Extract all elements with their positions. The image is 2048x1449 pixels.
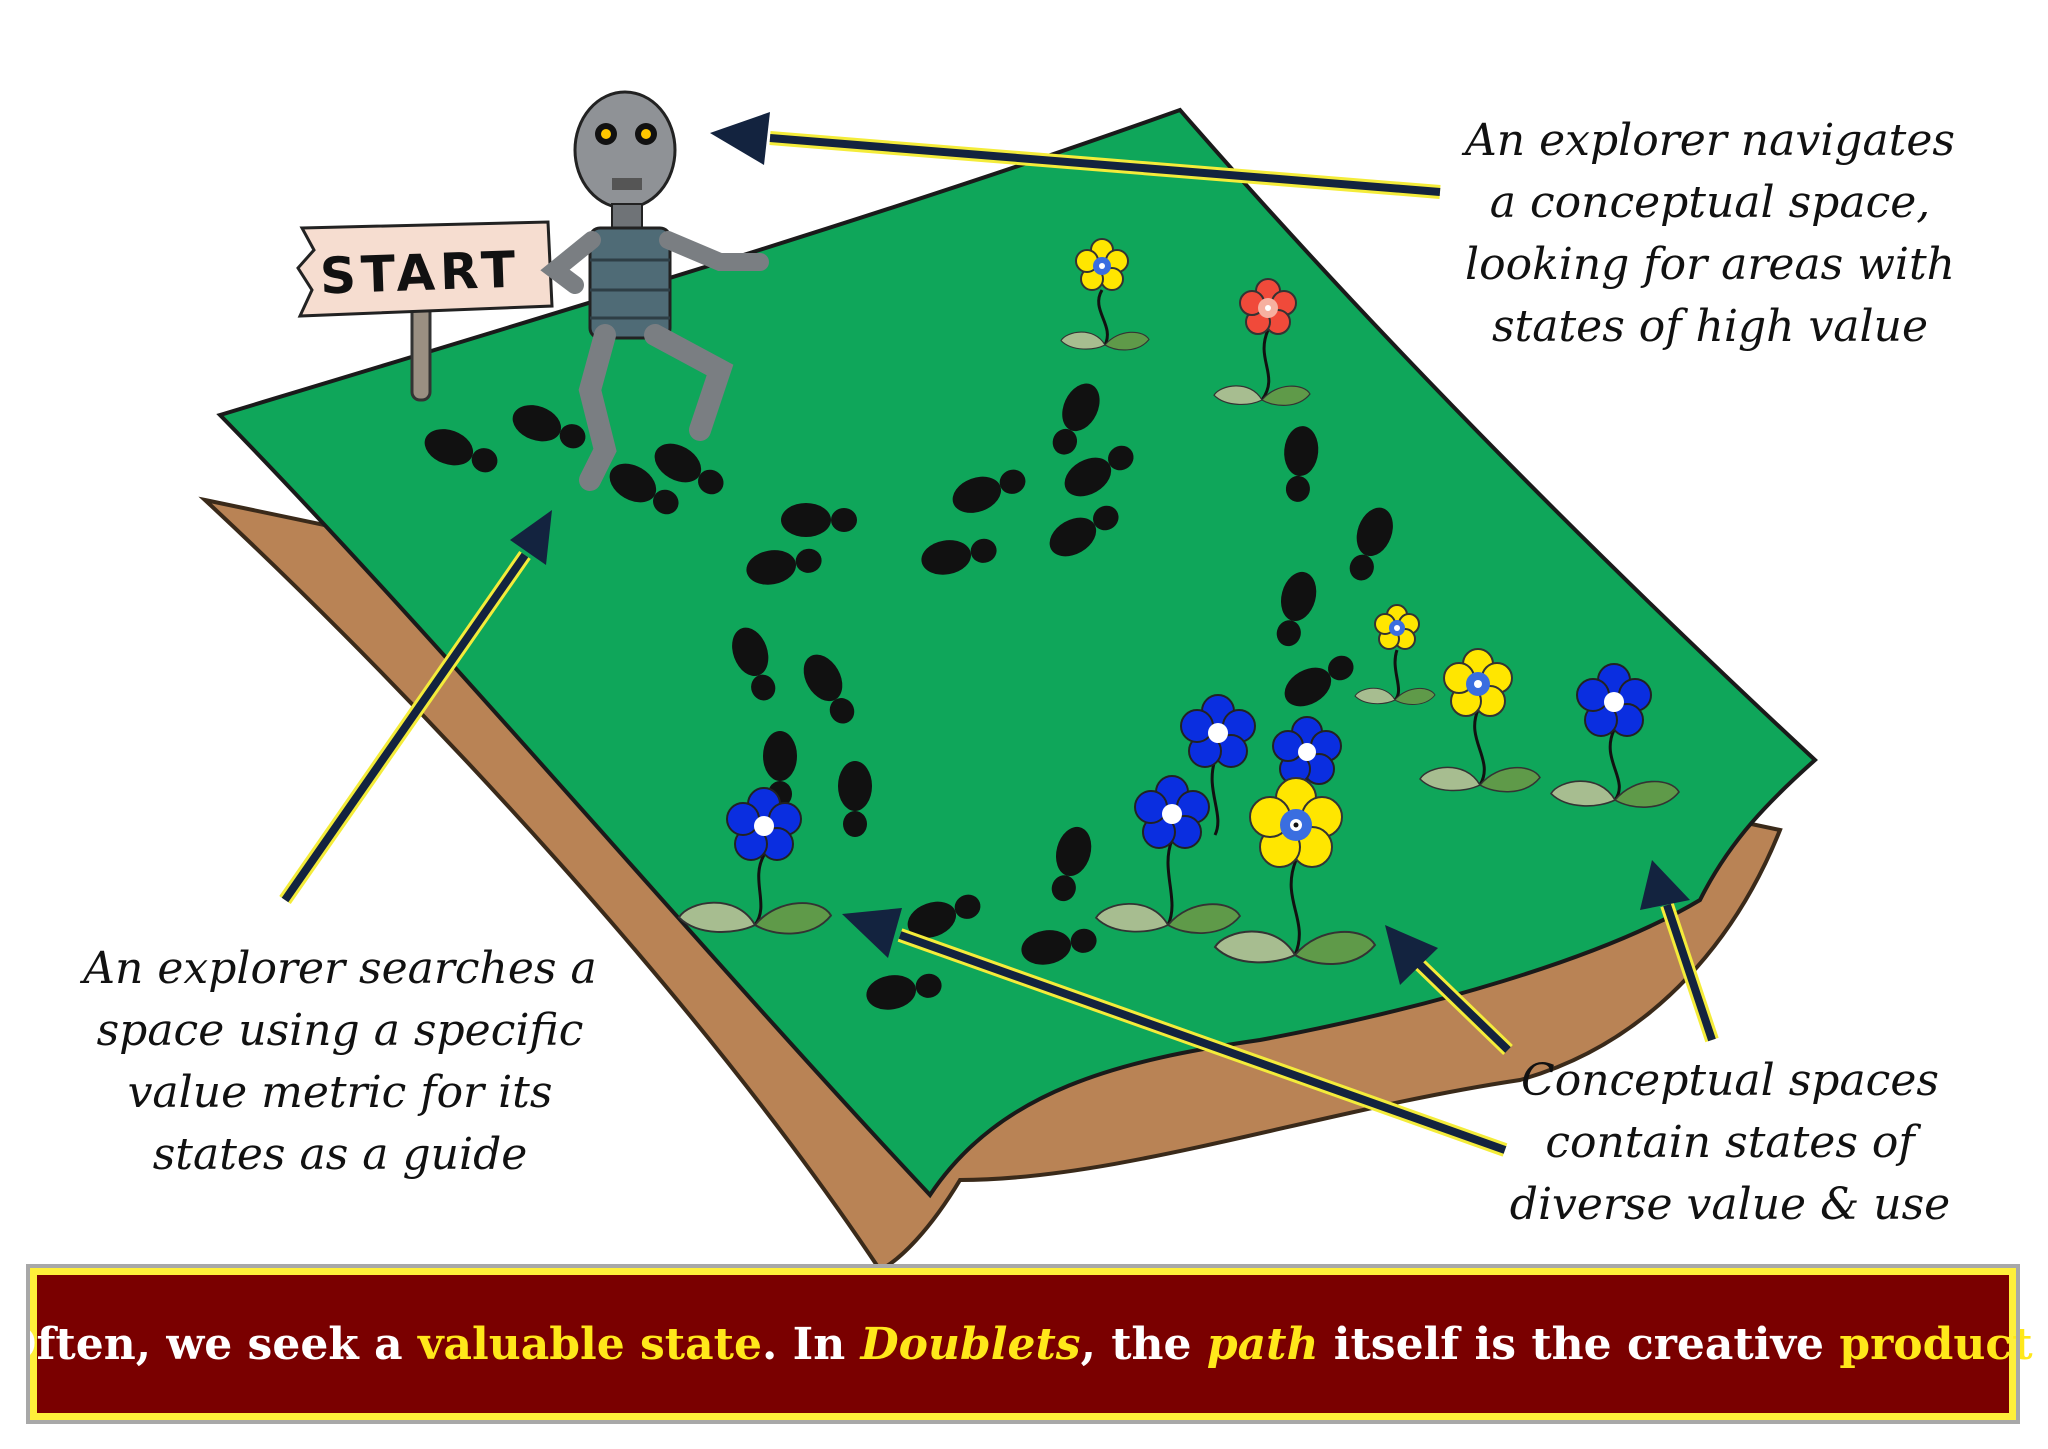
arrow-left <box>279 510 552 904</box>
caption-line: states of high value <box>1492 301 1928 352</box>
banner-highlight: product <box>1839 1318 2033 1370</box>
caption-explorer-navigates: An explorer navigates a conceptual space… <box>1400 110 2020 358</box>
caption-line: Conceptual spaces <box>1521 1055 1939 1106</box>
caption-conceptual-spaces: Conceptual spaces contain states of dive… <box>1470 1050 1990 1236</box>
banner-highlight: path <box>1206 1318 1319 1370</box>
banner-segment: . <box>2032 1318 2048 1370</box>
start-sign-label: START <box>319 240 522 306</box>
flower-icon <box>1354 604 1436 706</box>
caption-line: space using a specific <box>96 1005 584 1056</box>
banner-segment: itself is the creative <box>1318 1318 1840 1370</box>
robot-explorer-icon <box>540 90 769 491</box>
banner-segment: . In <box>761 1318 861 1370</box>
banner-segment: , the <box>1080 1318 1207 1370</box>
flower-icon <box>1419 648 1541 793</box>
start-sign-icon <box>296 220 554 402</box>
caption-line: diverse value & use <box>1509 1179 1951 1230</box>
caption-explorer-searches: An explorer searches a space using a spe… <box>40 938 640 1186</box>
banner-highlight: Doublets <box>860 1318 1081 1370</box>
banner-segment: Often, we seek a <box>0 1318 418 1370</box>
arrow-right-1 <box>842 908 1508 1157</box>
caption-line: states as a guide <box>152 1129 528 1180</box>
flower-icon <box>1095 775 1241 935</box>
arrow-right-2 <box>1385 925 1513 1056</box>
flower-icon <box>1213 278 1311 407</box>
flower-icon <box>1550 663 1680 809</box>
caption-line: contain states of <box>1545 1117 1915 1168</box>
flower-icon <box>1214 777 1376 966</box>
arrow-right-3 <box>1640 860 1719 1043</box>
summary-banner: Often, we seek a valuable state. In Doub… <box>0 1264 2048 1424</box>
banner-highlight: valuable state <box>417 1318 762 1370</box>
caption-line: An explorer navigates <box>1465 115 1955 166</box>
caption-line: looking for areas with <box>1465 239 1955 290</box>
arrow-top <box>710 112 1441 199</box>
banner-text: Often, we seek a valuable state. In Doub… <box>0 1319 2048 1370</box>
flower-icon <box>1060 238 1150 351</box>
caption-line: value metric for its <box>127 1067 553 1118</box>
flower-icon <box>1180 694 1256 836</box>
caption-line: An explorer searches a <box>83 943 597 994</box>
flower-icon <box>678 787 832 935</box>
caption-line: a conceptual space, <box>1489 177 1931 228</box>
